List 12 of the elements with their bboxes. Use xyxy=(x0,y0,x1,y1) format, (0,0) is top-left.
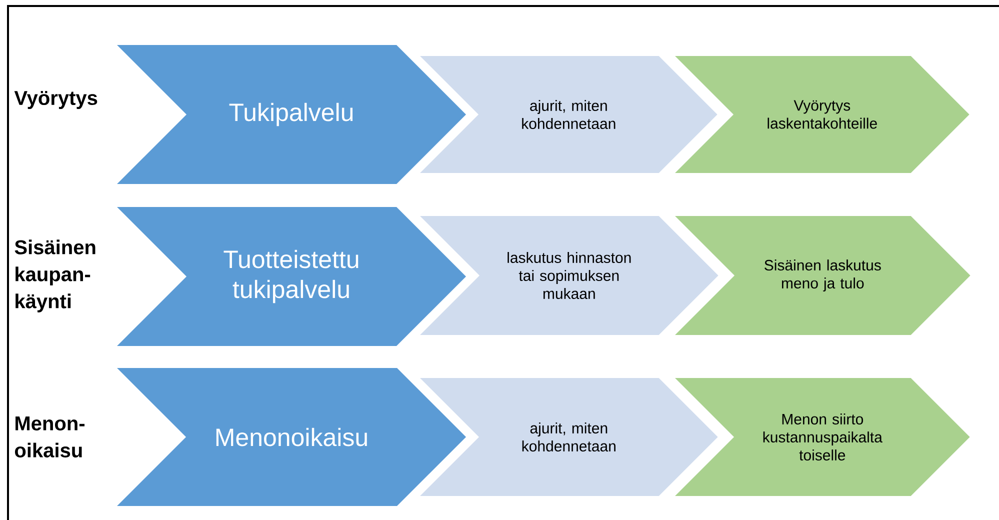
process-step: Vyörytys laskentakohteille xyxy=(675,56,970,173)
process-step: laskutus hinnaston tai sopimuksen mukaan xyxy=(420,216,718,335)
process-step: Menon siirto kustannuspaikalta toiselle xyxy=(675,378,970,496)
process-step: ajurit, miten kohdennetaan xyxy=(420,378,718,496)
process-step: Tuotteistettu tukipalvelu xyxy=(117,207,466,346)
row-label: Vyörytys xyxy=(14,91,98,109)
process-step: Tukipalvelu xyxy=(117,45,466,184)
row-label: Menon- oikaisu xyxy=(14,416,84,458)
process-step: Sisäinen laskutus meno ja tulo xyxy=(675,216,970,335)
process-step: ajurit, miten kohdennetaan xyxy=(420,56,718,173)
process-step: Menonoikaisu xyxy=(117,368,466,506)
row-label: Sisäinen kaupan- käynti xyxy=(14,240,96,312)
